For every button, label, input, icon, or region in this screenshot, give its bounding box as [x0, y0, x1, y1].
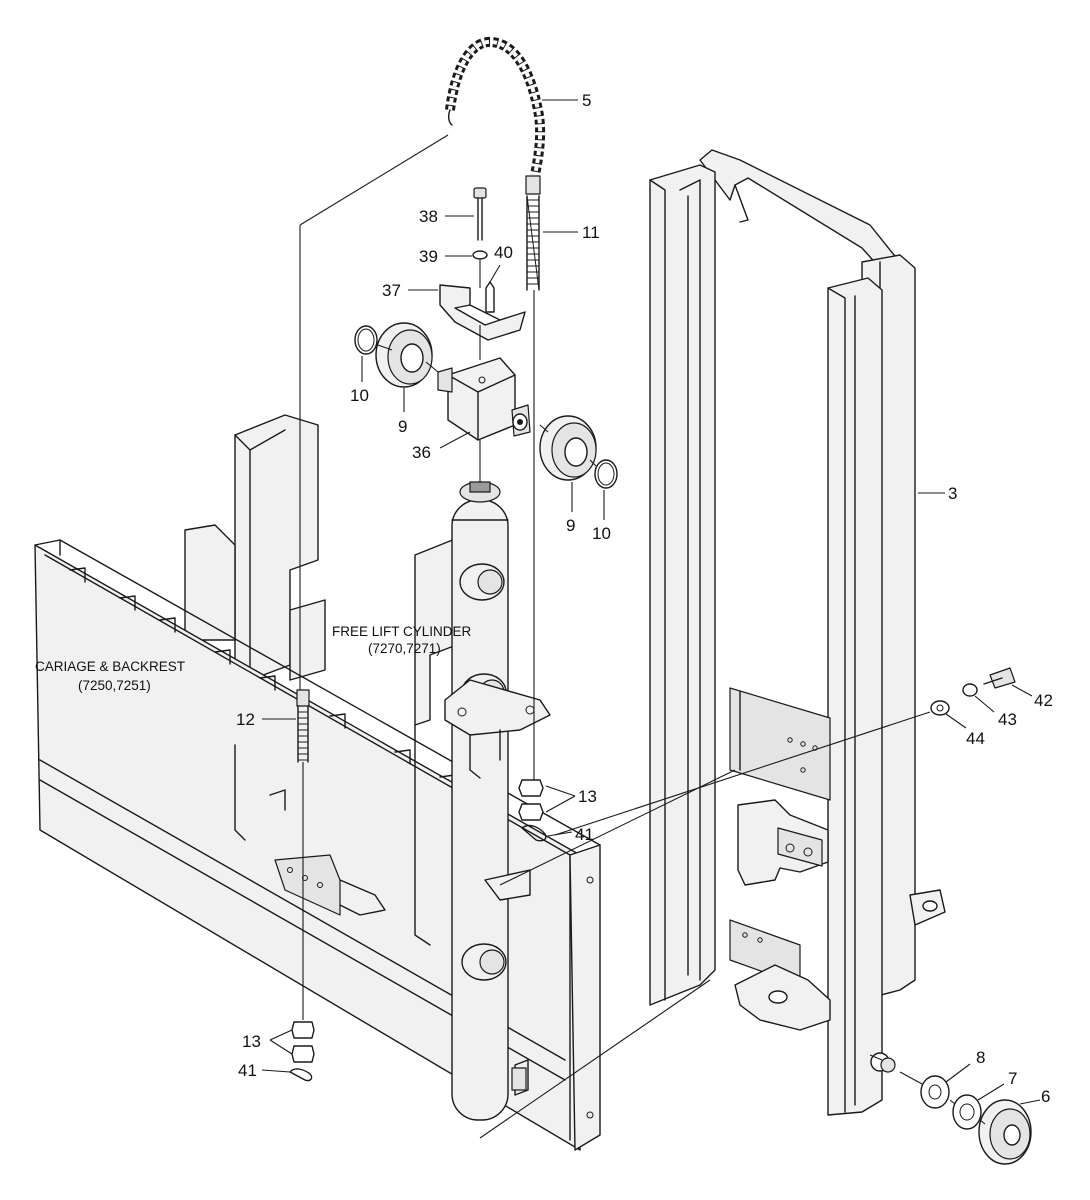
callout-40: 40 — [494, 243, 513, 262]
callout-12: 12 — [236, 710, 255, 729]
rollers — [920, 1075, 1032, 1165]
nuts-right — [518, 779, 547, 842]
callout-41-left: 41 — [238, 1061, 257, 1080]
caption-free-lift-line2: (7270,7271) — [368, 641, 441, 656]
callout-38: 38 — [419, 207, 438, 226]
callout-37: 37 — [382, 281, 401, 300]
callout-43: 43 — [998, 710, 1017, 729]
callout-41-right: 41 — [575, 825, 594, 844]
mast-hardware — [930, 667, 1016, 716]
assembly-lines — [299, 134, 986, 1139]
callout-5: 5 — [582, 91, 591, 110]
callout-11: 11 — [582, 223, 600, 242]
caption-carriage-line1: CARIAGE & BACKREST — [35, 659, 185, 674]
caption-carriage-line2: (7250,7251) — [78, 678, 151, 693]
anchor-bolt-11 — [525, 175, 541, 291]
callout-42: 42 — [1034, 691, 1053, 710]
callout-9-left: 9 — [398, 417, 407, 436]
callout-leaders — [261, 99, 1041, 1105]
callout-10-left: 10 — [350, 386, 369, 405]
callout-36: 36 — [412, 443, 431, 462]
callout-13-right: 13 — [578, 787, 597, 806]
callout-6: 6 — [1041, 1087, 1050, 1106]
callout-44: 44 — [966, 729, 985, 748]
sheave-assembly — [354, 187, 618, 489]
callout-13-left: 13 — [242, 1032, 261, 1051]
callout-3: 3 — [948, 484, 957, 503]
free-lift-cylinder — [444, 481, 551, 1121]
callout-8: 8 — [976, 1048, 985, 1067]
callout-39: 39 — [419, 247, 438, 266]
caption-free-lift-line1: FREE LIFT CYLINDER — [332, 624, 472, 639]
callout-7: 7 — [1008, 1069, 1017, 1088]
anchor-bolt-12 — [289, 689, 315, 1082]
carriage-backrest — [34, 414, 601, 1151]
callout-9-right: 9 — [566, 516, 575, 535]
callout-10-right: 10 — [592, 524, 611, 543]
chain — [445, 37, 546, 176]
mast-assembly — [649, 149, 946, 1116]
